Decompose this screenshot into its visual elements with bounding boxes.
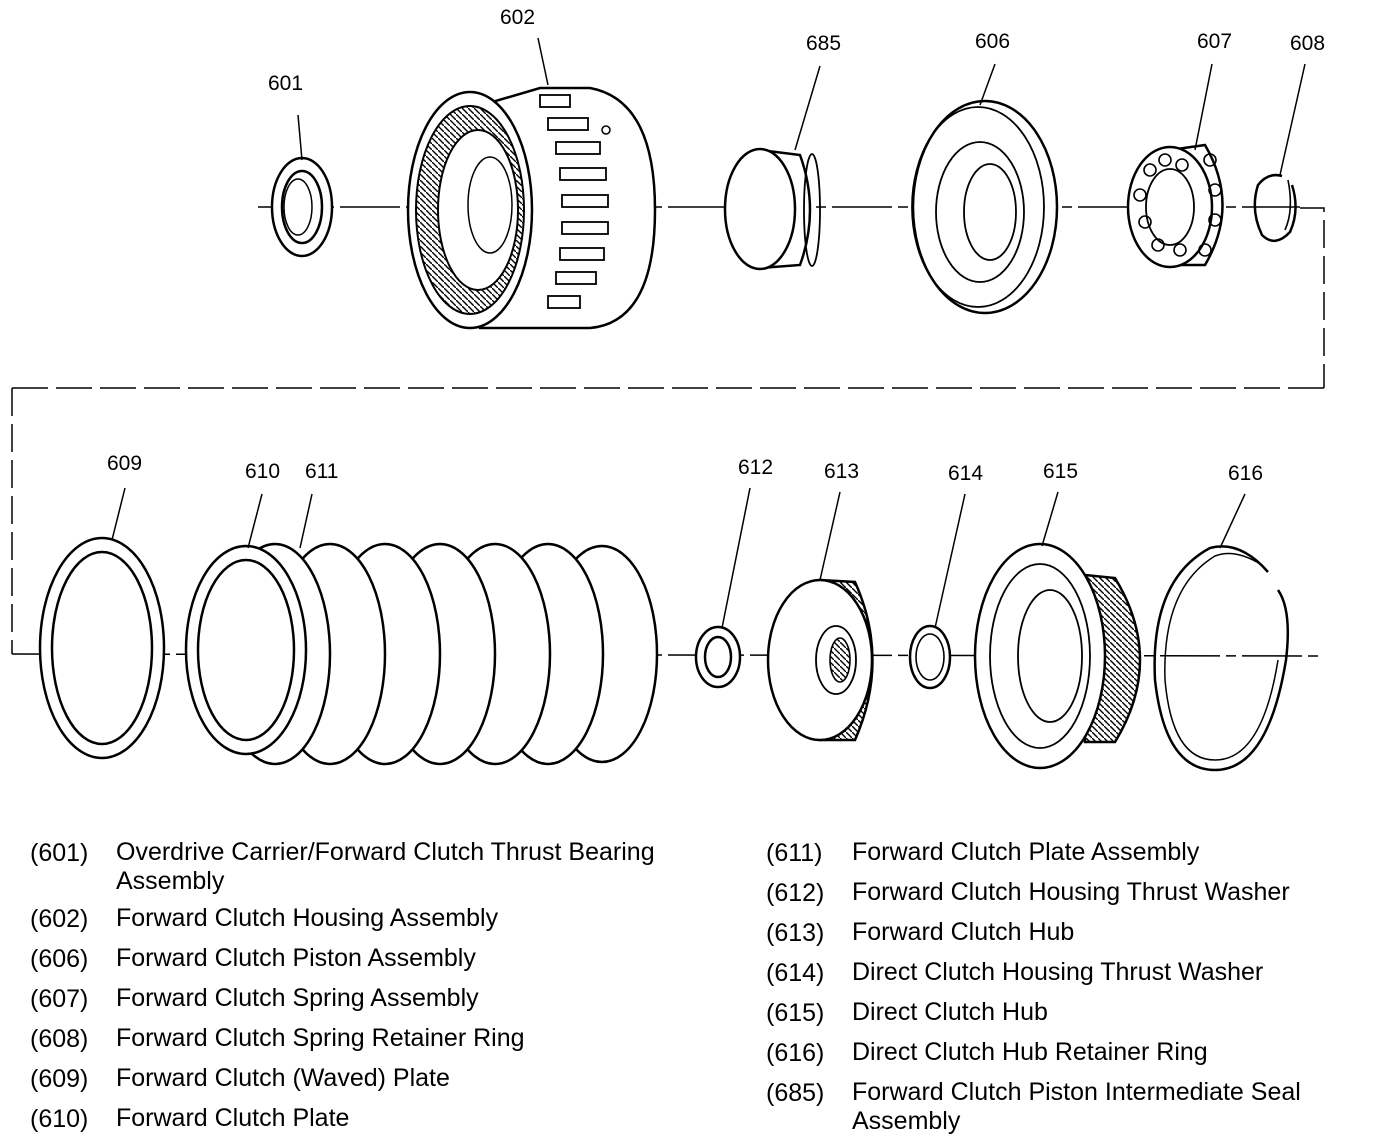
legend-number: (685) xyxy=(766,1079,825,1107)
legend-row: (606) Forward Clutch Piston Assembly xyxy=(30,942,730,976)
part-606-piston xyxy=(911,99,1059,315)
part-685-seal xyxy=(723,147,821,271)
exploded-view-diagram: 601 602 685 606 607 608 609 610 611 612 … xyxy=(11,6,1325,772)
part-615-direct-clutch-hub xyxy=(973,542,1142,770)
legend-row: (601) Overdrive Carrier/Forward Clutch Th… xyxy=(30,836,730,896)
legend-description: Direct Clutch Hub xyxy=(852,998,1048,1026)
callout-611: 611 xyxy=(305,460,338,483)
callout-602: 602 xyxy=(500,6,535,29)
part-608-retainer-ring xyxy=(1253,173,1297,242)
part-613-clutch-hub xyxy=(766,578,874,742)
callout-608: 608 xyxy=(1290,32,1325,55)
legend-row: (613) Forward Clutch Hub xyxy=(766,916,1366,950)
legend-description: Forward Clutch Plate Assembly xyxy=(852,838,1200,866)
legend-number: (616) xyxy=(766,1039,825,1067)
callout-610: 610 xyxy=(245,460,280,483)
part-616-retainer-ring xyxy=(1153,545,1290,772)
legend-description: Forward Clutch Spring Retainer Ring xyxy=(116,1024,525,1052)
legend-number: (606) xyxy=(30,945,89,973)
legend-row: (610) Forward Clutch Plate xyxy=(30,1102,730,1136)
legend-row: (685) Forward Clutch Piston Intermediate … xyxy=(766,1076,1366,1136)
legend-number: (601) xyxy=(30,839,89,867)
callout-607: 607 xyxy=(1197,30,1232,53)
legend-row: (607) Forward Clutch Spring Assembly xyxy=(30,982,730,1016)
legend-number: (611) xyxy=(766,839,823,867)
legend-number: (614) xyxy=(766,959,825,987)
parts-legend-left: (601) Overdrive Carrier/Forward Clutch Th… xyxy=(30,836,730,1136)
callout-609: 609 xyxy=(107,452,142,475)
legend-description: Forward Clutch (Waved) Plate xyxy=(116,1064,450,1092)
callout-labels: 601 602 685 606 607 608 609 610 611 612 … xyxy=(107,6,1325,485)
leader-lines xyxy=(111,37,1306,629)
legend-number: (613) xyxy=(766,919,825,947)
callout-615: 615 xyxy=(1043,460,1078,483)
legend-description: Forward Clutch Spring Assembly xyxy=(116,984,479,1012)
callout-613: 613 xyxy=(824,460,859,483)
part-602-clutch-housing xyxy=(406,86,657,330)
legend-description: Forward Clutch Hub xyxy=(852,918,1075,946)
part-614-thrust-washer xyxy=(908,624,952,690)
callout-614: 614 xyxy=(948,462,983,485)
legend-row: (612) Forward Clutch Housing Thrust Washe… xyxy=(766,876,1366,910)
callout-616: 616 xyxy=(1228,462,1263,485)
callout-606: 606 xyxy=(975,30,1010,53)
legend-number: (615) xyxy=(766,999,825,1027)
legend-description: Direct Clutch Hub Retainer Ring xyxy=(852,1038,1208,1066)
legend-row: (608) Forward Clutch Spring Retainer Ring xyxy=(30,1022,730,1056)
callout-601: 601 xyxy=(268,72,303,95)
part-612-thrust-washer xyxy=(694,625,742,689)
legend-description: Direct Clutch Housing Thrust Washer xyxy=(852,958,1264,986)
parts-legend-right: (611) Forward Clutch Plate Assembly (612)… xyxy=(766,836,1366,1136)
callout-612: 612 xyxy=(738,456,773,479)
legend-row: (609) Forward Clutch (Waved) Plate xyxy=(30,1062,730,1096)
legend-description: Forward Clutch Piston Assembly xyxy=(116,944,476,972)
legend-number: (610) xyxy=(30,1105,89,1133)
legend-description: Forward Clutch Plate xyxy=(116,1104,350,1132)
part-607-spring-assembly xyxy=(1126,143,1224,269)
legend-number: (609) xyxy=(30,1065,89,1093)
clutch-plate-stack xyxy=(184,542,659,766)
legend-description: Forward Clutch Housing Thrust Washer xyxy=(852,878,1290,906)
legend-number: (602) xyxy=(30,905,89,933)
legend-description: Forward Clutch Housing Assembly xyxy=(116,904,499,932)
legend-row: (611) Forward Clutch Plate Assembly xyxy=(766,836,1366,870)
part-609-waved-plate xyxy=(38,536,166,760)
legend-description: Forward Clutch Piston Intermediate Seal … xyxy=(852,1078,1301,1135)
callout-685: 685 xyxy=(806,32,841,55)
legend-number: (608) xyxy=(30,1025,89,1053)
legend-row: (614) Direct Clutch Housing Thrust Washer xyxy=(766,956,1366,990)
part-601-thrust-bearing xyxy=(270,156,334,258)
legend-number: (612) xyxy=(766,879,825,907)
legend-row: (615) Direct Clutch Hub xyxy=(766,996,1366,1030)
legend-row: (616) Direct Clutch Hub Retainer Ring xyxy=(766,1036,1366,1070)
legend-description: Overdrive Carrier/Forward Clutch Thrust … xyxy=(116,838,655,895)
legend-number: (607) xyxy=(30,985,89,1013)
legend-row: (602) Forward Clutch Housing Assembly xyxy=(30,902,730,936)
